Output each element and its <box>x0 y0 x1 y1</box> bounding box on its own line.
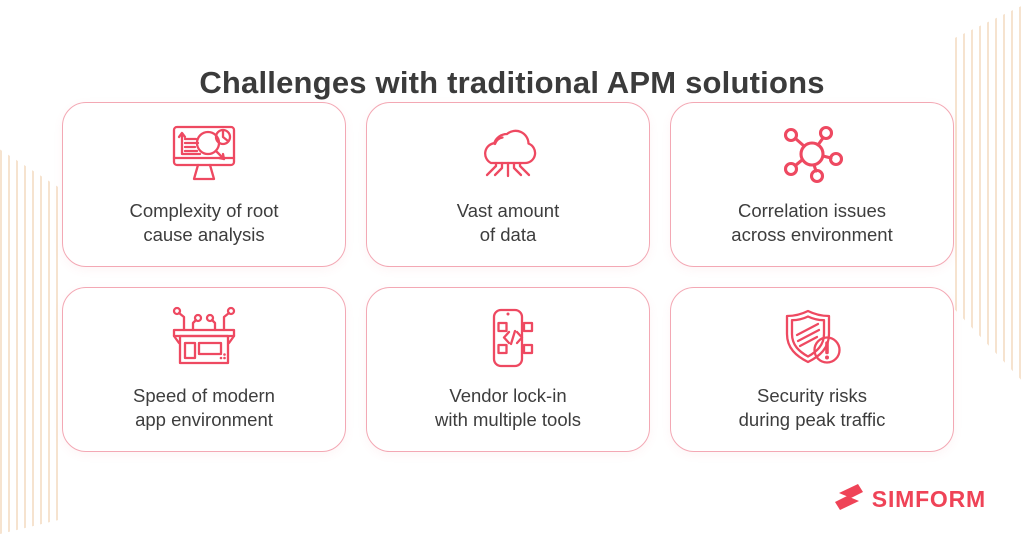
simform-logo-text: SIMFORM <box>871 486 986 512</box>
shield-alert-icon <box>770 301 854 379</box>
right-stripe-decoration <box>955 4 1024 383</box>
card-speed-modern-app: Speed of modern app environment <box>62 287 346 452</box>
container-circuit-icon <box>162 301 246 379</box>
card-label: Speed of modern app environment <box>133 385 275 430</box>
left-stripe-decoration <box>0 149 58 534</box>
card-vast-amount-of-data: Vast amount of data <box>366 102 650 267</box>
phone-code-icon <box>466 301 550 379</box>
challenge-cards-grid: Complexity of root cause analysis Vast a… <box>62 102 954 452</box>
network-hub-icon <box>770 116 854 194</box>
card-label: Security risks during peak traffic <box>738 385 886 430</box>
simform-logo-mark-icon <box>833 481 865 518</box>
card-correlation-issues: Correlation issues across environment <box>670 102 954 267</box>
card-vendor-lock-in: Vendor lock-in with multiple tools <box>366 287 650 452</box>
page-title: Challenges with traditional APM solution… <box>199 64 825 100</box>
simform-logo: SIMFORM <box>833 481 986 518</box>
monitor-magnifier-icon <box>162 116 246 194</box>
card-root-cause-analysis: Complexity of root cause analysis <box>62 102 346 267</box>
card-label: Complexity of root cause analysis <box>129 200 279 245</box>
card-label: Correlation issues across environment <box>731 200 893 245</box>
card-label: Vendor lock-in with multiple tools <box>434 385 581 430</box>
cloud-data-icon <box>466 116 550 194</box>
card-security-risks: Security risks during peak traffic <box>670 287 954 452</box>
card-label: Vast amount of data <box>456 200 560 245</box>
